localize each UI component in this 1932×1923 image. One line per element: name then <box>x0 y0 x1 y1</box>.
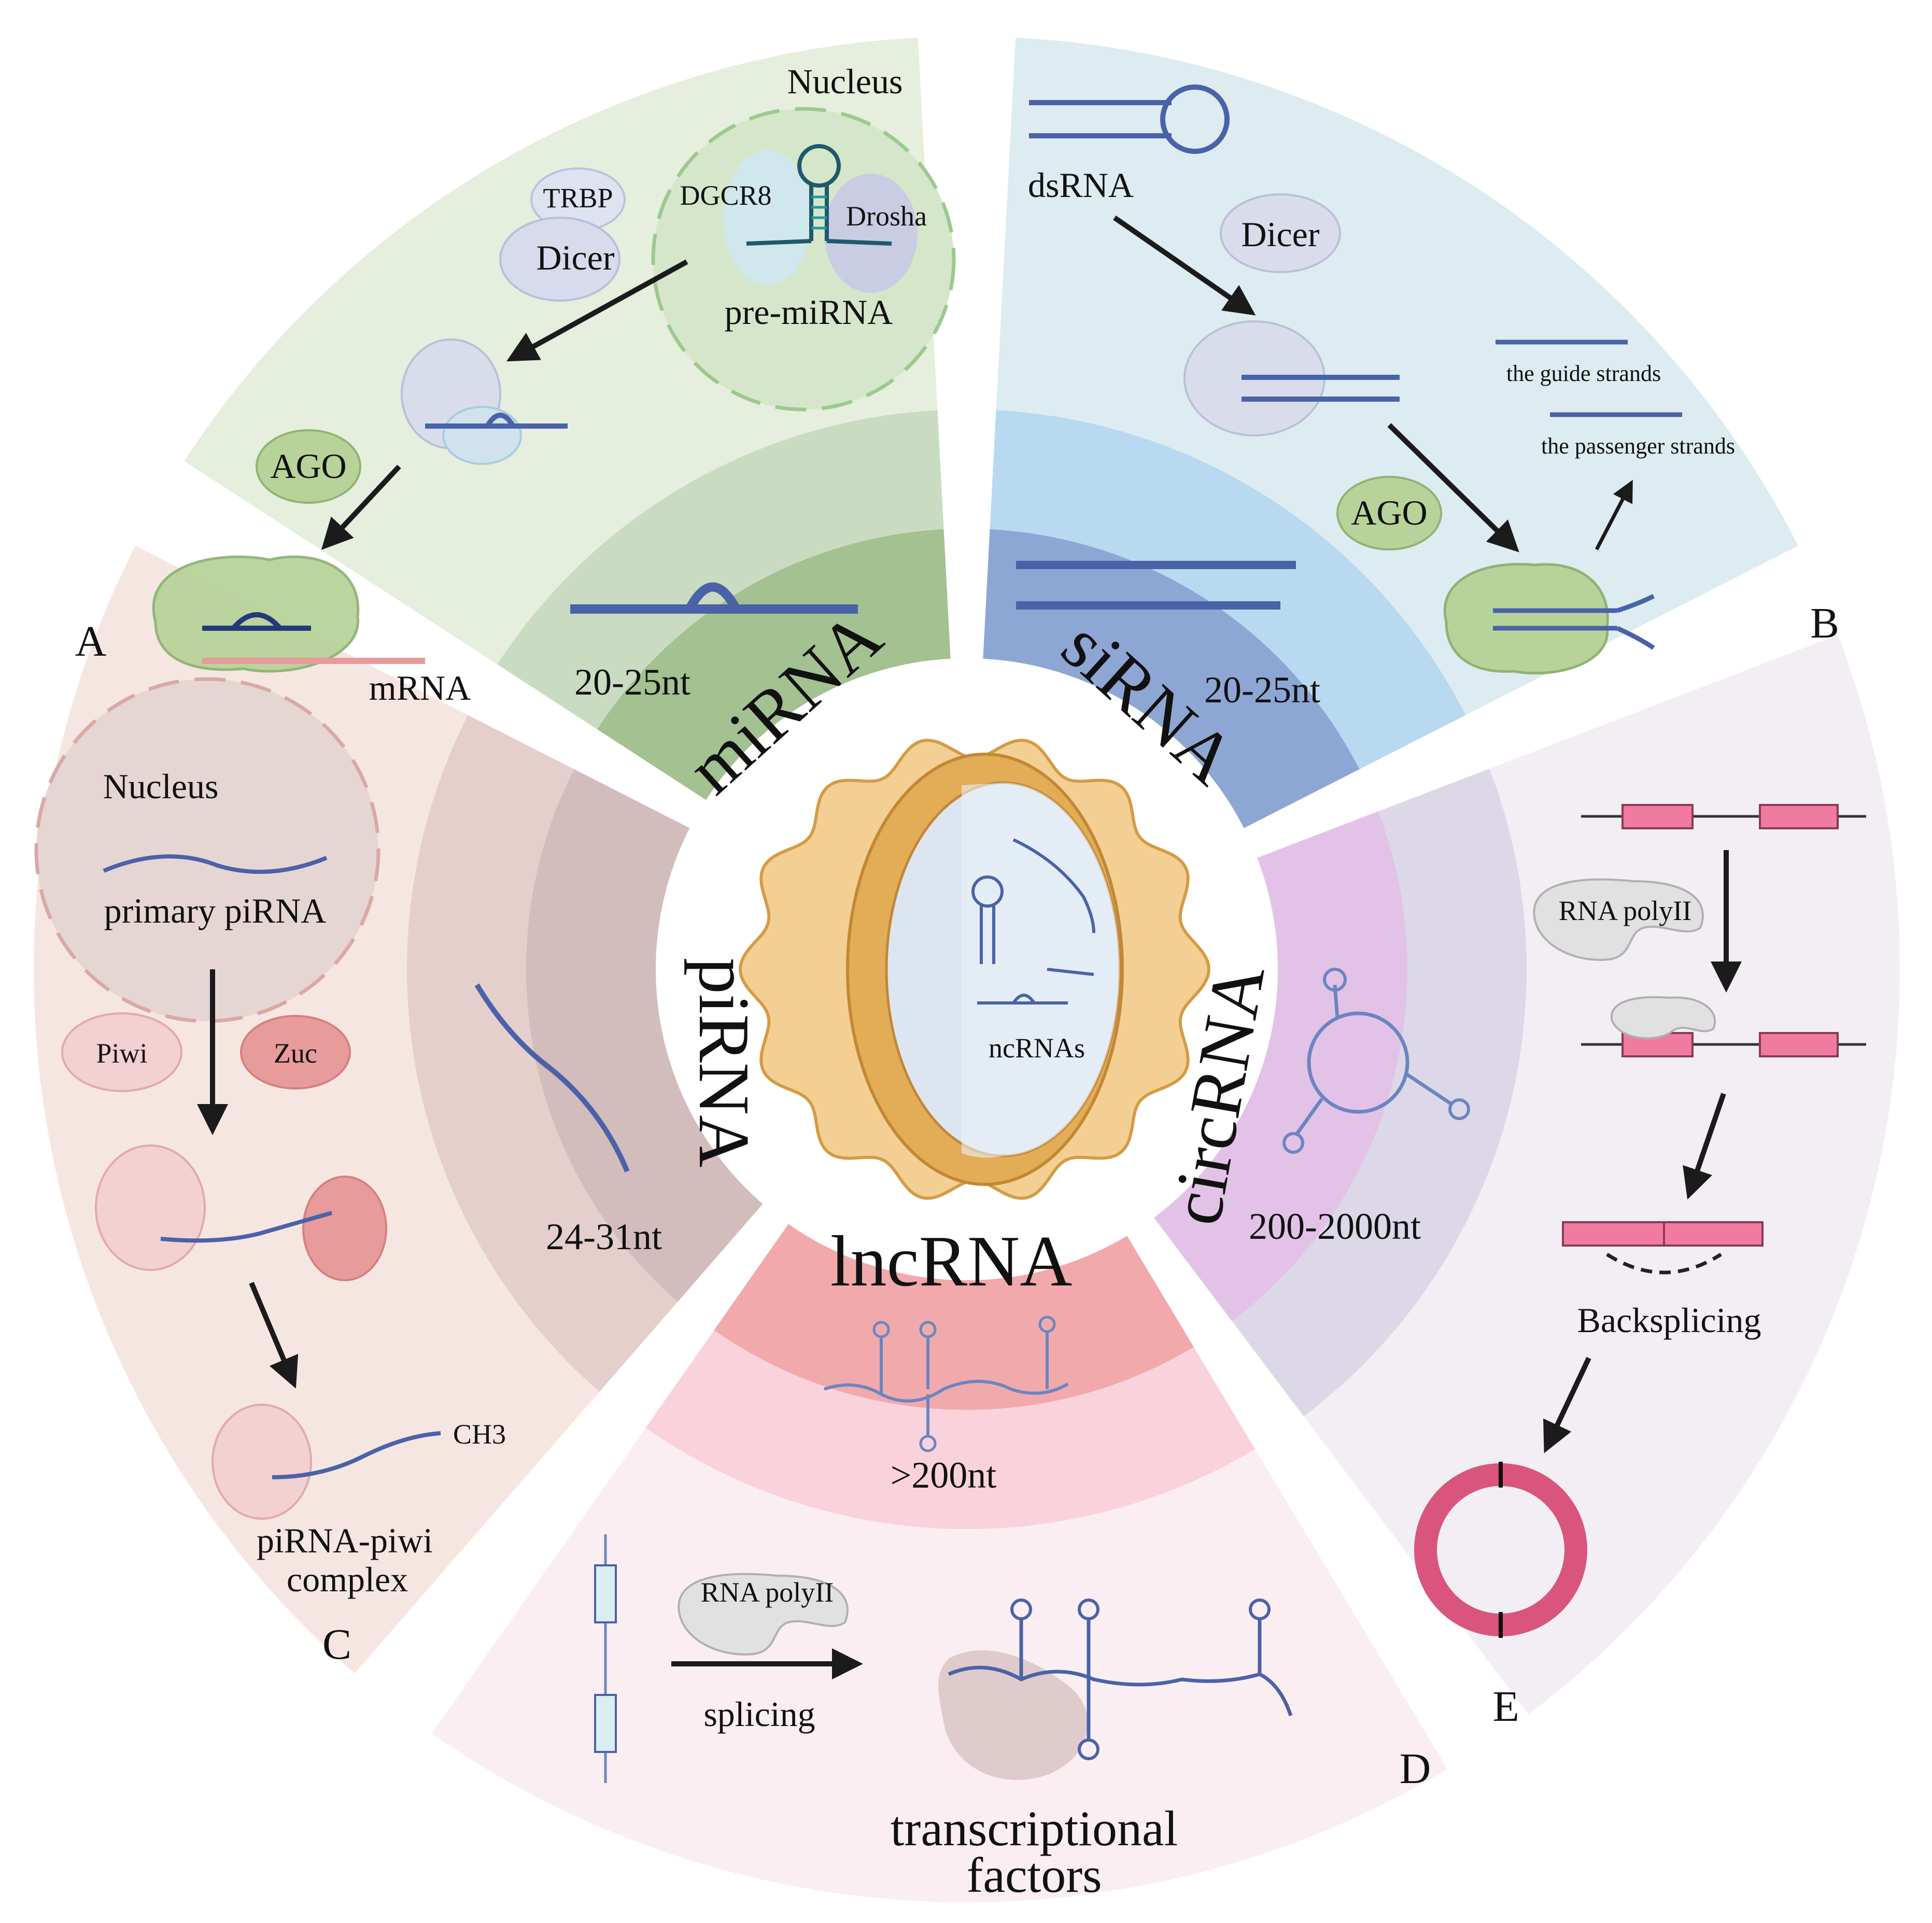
mirna-length-illustration <box>570 582 858 614</box>
pirna-nucleus-membrane <box>34 677 380 1023</box>
complex-label-line2: complex <box>287 1560 408 1599</box>
mirna-duplex-mid <box>425 413 568 429</box>
circrna-length-illustration <box>1282 968 1470 1154</box>
rna-polymerase-d <box>678 1573 849 1656</box>
lncrna-length-label: >200nt <box>891 1454 997 1496</box>
sirna-length-illustration <box>1016 561 1296 610</box>
lncrna-panel-letter: D <box>1400 1745 1431 1793</box>
center-rna-hairpin-icon <box>971 875 1004 964</box>
dgcr8-label: DGCR8 <box>680 180 771 211</box>
circrna-arrow-2 <box>1683 1093 1726 1200</box>
center-rna-bulge-icon <box>977 994 1068 1005</box>
sirna-length-label: 20-25nt <box>1204 669 1320 711</box>
sirna-arrow-3 <box>1595 479 1633 550</box>
piwi-processing <box>95 1144 206 1271</box>
processing-pirna-strand <box>160 1211 333 1243</box>
pirna-length-label: 24-31nt <box>546 1216 662 1257</box>
ago-protein-a <box>256 429 361 504</box>
primary-pirna-strand <box>103 854 328 874</box>
center-rna-curve-icon <box>1012 838 1095 934</box>
backspliced-exons <box>1562 1221 1764 1275</box>
splicing-label: splicing <box>703 1694 815 1734</box>
dsrna-hairpin <box>1029 84 1230 154</box>
drosha-label: Drosha <box>846 201 927 232</box>
sirna-arrow-2 <box>1387 423 1519 553</box>
center-ncrna-emblem: ncRNAs <box>738 739 1211 1200</box>
zuc-label: Zuc <box>274 1038 317 1069</box>
pre-mrna-gene-1 <box>1581 804 1866 829</box>
tf-label-line2: factors <box>966 1847 1102 1903</box>
pre-mirna-label: pre-miRNA <box>725 292 893 332</box>
drosha-protein <box>824 174 918 293</box>
dicer-label-b: Dicer <box>1241 215 1319 254</box>
ago-label-a: AGO <box>270 446 346 486</box>
mrna-label: mRNA <box>369 668 471 708</box>
sirna-unwinding-strand <box>1493 593 1655 650</box>
lncrna-sector-name: lncRNA <box>830 1221 1073 1302</box>
rna-pol-label-d: RNA polyII <box>701 1577 834 1608</box>
lncrna-panel: lncRNA >200nt RNA polyII splicing <box>594 1221 1431 1903</box>
dicer-protein-a <box>499 217 621 302</box>
piwi-label: Piwi <box>96 1038 147 1069</box>
lncrna-length-illustration <box>824 1316 1069 1452</box>
mirna-bound-strand <box>202 612 311 631</box>
pirna-length-illustration <box>474 983 630 1172</box>
ago-label-b: AGO <box>1351 493 1427 532</box>
pirna-arrow-2 <box>249 1282 299 1389</box>
primary-pirna-label: primary piRNA <box>104 891 327 930</box>
sirna-panel-letter: B <box>1810 599 1839 647</box>
mirna-length-label: 20-25nt <box>574 661 690 703</box>
mirna-arrow-2 <box>321 464 401 550</box>
center-rna-short-icon <box>1047 968 1094 976</box>
trbp-complex <box>442 406 522 465</box>
guide-strand-label: the guide strands <box>1506 361 1661 386</box>
piwi-protein <box>61 1012 182 1092</box>
sirna-arrow-1 <box>1113 215 1256 316</box>
sirna-risc-complex <box>1443 563 1609 675</box>
ch3-label: CH3 <box>453 1419 506 1450</box>
center-disc-highlight <box>962 783 1120 1158</box>
ago-protein-b <box>1336 476 1442 550</box>
piwi-complex <box>211 1404 312 1520</box>
circrna-panel-letter: E <box>1492 1682 1519 1731</box>
pre-mirna-hairpin <box>746 144 892 246</box>
zuc-protein <box>240 1015 351 1090</box>
pirna-panel-letter: C <box>322 1620 351 1669</box>
mature-pirna-strand <box>272 1431 441 1479</box>
circrna-length-label: 200-2000nt <box>1249 1206 1421 1247</box>
passenger-strand-label: the passenger strands <box>1541 433 1735 459</box>
dicer-label-a: Dicer <box>536 238 614 277</box>
pirna-nucleus-label: Nucleus <box>103 767 219 806</box>
mirna-arrow-1 <box>506 259 688 362</box>
complex-label-line1: piRNA-piwi <box>257 1521 433 1560</box>
rna-pol-label-e: RNA polyII <box>1559 895 1692 926</box>
dgcr8-protein <box>723 150 811 285</box>
dicer-protein-b <box>1220 193 1341 273</box>
zuc-processing <box>302 1176 387 1281</box>
transcription-factor <box>938 1650 1088 1780</box>
circular-rna-product <box>1414 1462 1587 1638</box>
gene-exons-d <box>594 1534 617 1783</box>
trbp-label: TRBP <box>543 182 613 214</box>
rna-polymerase-e <box>1533 878 1704 961</box>
rna-polymerase-e2 <box>1610 996 1716 1040</box>
backsplicing-label: Backsplicing <box>1577 1300 1761 1340</box>
circrna-arrow-3 <box>1543 1356 1591 1453</box>
dsrna-label: dsRNA <box>1028 165 1134 205</box>
sirna-duplex-mid <box>1242 375 1400 402</box>
center-label: ncRNAs <box>989 1033 1085 1064</box>
tf-label-line1: transcriptional <box>891 1801 1178 1856</box>
mirna-nucleus-label: Nucleus <box>787 62 903 101</box>
lncrna-structure <box>948 1599 1293 1760</box>
mirna-panel-letter: A <box>75 617 107 666</box>
